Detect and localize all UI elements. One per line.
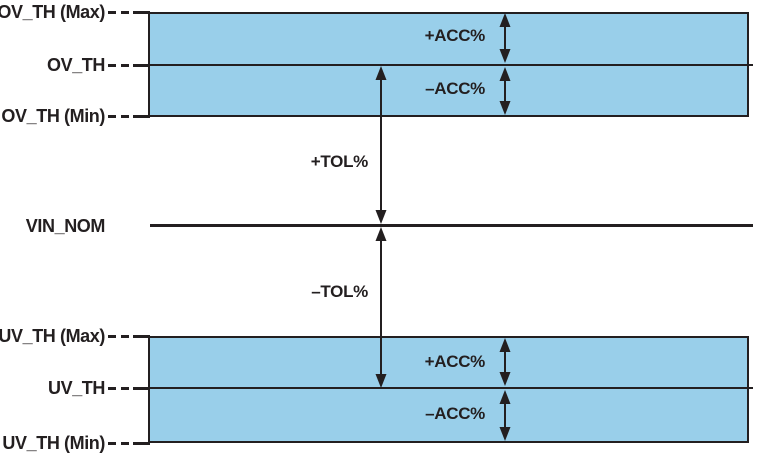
vin-nom-label: VIN_NOM	[25, 215, 106, 236]
leader-tick	[133, 10, 150, 14]
vin-nom-line	[150, 224, 753, 227]
uv-th-label: UV_TH	[47, 377, 105, 398]
label-row-ov-th: OV_TH	[0, 54, 150, 76]
uv-threshold-band	[148, 336, 749, 443]
plus-acc-label-ov: +ACC%	[424, 26, 486, 45]
label-row-ov-th-max: OV_TH (Max)	[0, 1, 150, 23]
leader-tick	[133, 114, 150, 118]
leader-dash	[121, 386, 129, 390]
leader-dash	[121, 334, 129, 338]
leader-ov-th-max	[105, 10, 150, 14]
minus-tol-label: –TOL%	[311, 282, 368, 301]
uv-th-min-label: UV_TH (Min)	[2, 432, 105, 453]
plus-acc-label-uv: +ACC%	[424, 352, 486, 371]
uv-th-max-label: UV_TH (Max)	[0, 325, 105, 346]
leader-dash	[108, 334, 116, 338]
uv-th-line	[148, 387, 753, 389]
ov-th-max-label: OV_TH (Max)	[0, 1, 105, 22]
minus-acc-label-uv: –ACC%	[425, 404, 485, 423]
label-row-uv-th-max: UV_TH (Max)	[0, 325, 150, 347]
label-row-ov-th-min: OV_TH (Min)	[0, 105, 150, 127]
plus-tol-label: +TOL%	[310, 152, 369, 171]
ov-th-label: OV_TH	[46, 54, 105, 75]
leader-tick	[133, 63, 150, 67]
label-row-vin-nom: VIN_NOM	[0, 215, 150, 237]
leader-tick	[133, 441, 150, 445]
leader-ov-th	[105, 63, 150, 67]
minus-acc-label-ov: –ACC%	[425, 79, 485, 98]
leader-dash	[121, 63, 129, 67]
leader-dash	[121, 10, 129, 14]
leader-tick	[133, 334, 150, 338]
leader-tick	[133, 386, 150, 390]
leader-dash	[108, 441, 116, 445]
leader-uv-th	[105, 386, 150, 390]
leader-dash	[121, 114, 129, 118]
label-row-uv-th-min: UV_TH (Min)	[0, 432, 150, 453]
label-row-uv-th: UV_TH	[0, 377, 150, 399]
leader-dash	[108, 114, 116, 118]
ov-th-min-label: OV_TH (Min)	[1, 105, 105, 126]
leader-dash	[108, 386, 116, 390]
ov-th-line	[148, 64, 753, 66]
leader-dash	[108, 10, 116, 14]
leader-uv-th-min	[105, 441, 150, 445]
leader-dash	[121, 441, 129, 445]
leader-uv-th-max	[105, 334, 150, 338]
leader-dash	[108, 63, 116, 67]
leader-ov-th-min	[105, 114, 150, 118]
